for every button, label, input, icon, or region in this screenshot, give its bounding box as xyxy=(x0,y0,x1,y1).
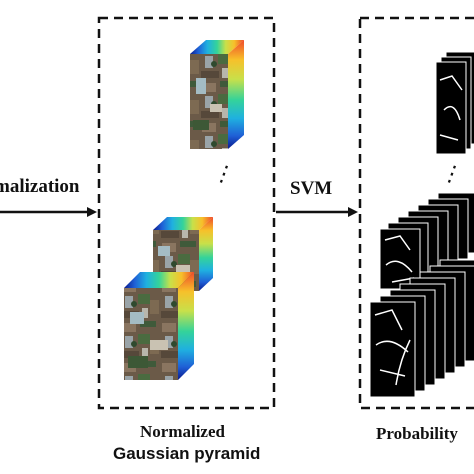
probability-caption: Probability xyxy=(376,424,458,443)
probability-panel-border xyxy=(358,16,474,410)
cube-side-face xyxy=(178,272,194,380)
svm-label: SVM xyxy=(290,178,333,199)
probability-bottom-stack xyxy=(369,259,474,398)
cube-front-image xyxy=(190,54,228,149)
cube-top-face xyxy=(190,40,244,54)
probability-map xyxy=(369,301,416,398)
probability-ellipsis: ⋮ xyxy=(437,159,466,190)
pyramid-panel-border xyxy=(97,16,276,410)
pyramid-level-top-cube xyxy=(190,40,244,149)
pyramid-caption-line2: Gaussian pyramid xyxy=(113,444,261,463)
cube-top-face xyxy=(153,217,213,230)
cube-top-face xyxy=(124,272,194,288)
probability-top-stack xyxy=(435,51,474,155)
normalization-label: malization xyxy=(0,176,80,197)
pyramid-caption-line1: Normalized xyxy=(140,422,225,441)
cube-side-face xyxy=(199,217,213,291)
cube-side-face xyxy=(228,40,244,149)
pyramid-ellipsis: ⋮ xyxy=(209,159,238,190)
pyramid-level-bottom-cube xyxy=(124,272,194,380)
probability-middle-stack xyxy=(379,192,474,290)
